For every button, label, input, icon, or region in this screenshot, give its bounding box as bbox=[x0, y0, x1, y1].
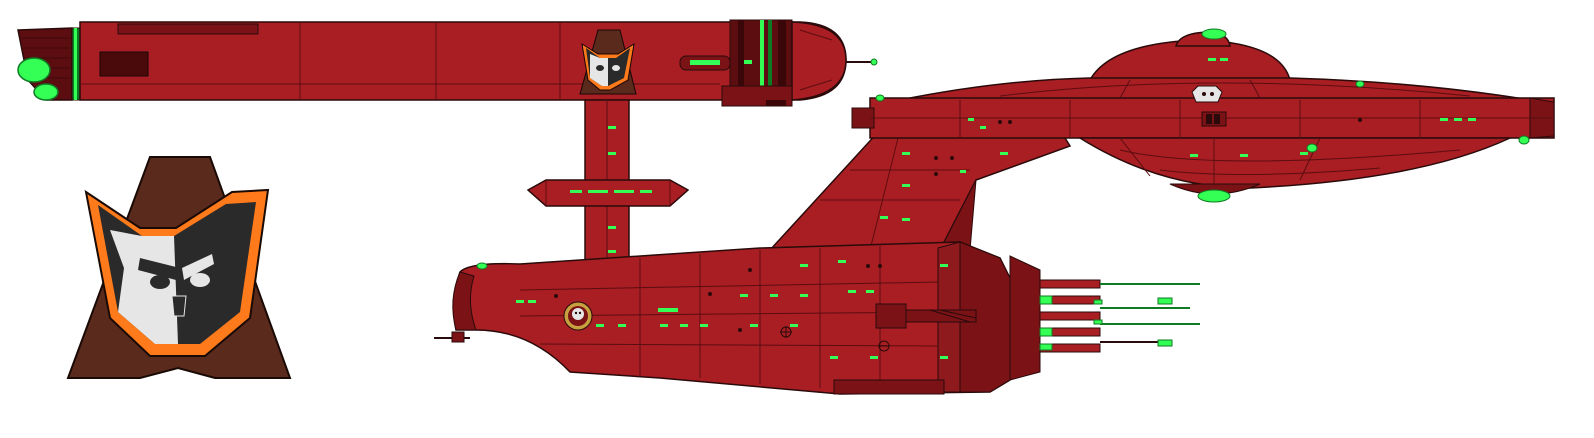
emblem-eye-right bbox=[190, 273, 210, 287]
nacelle-pylon bbox=[526, 99, 690, 283]
saucer-lower bbox=[1077, 137, 1511, 189]
nacelle-rear-glow bbox=[17, 57, 51, 83]
targeting-reticle-icon bbox=[780, 326, 890, 352]
dorsal-neck bbox=[768, 129, 1072, 251]
emblem-face-light bbox=[110, 230, 178, 344]
saucer-section bbox=[851, 28, 1555, 203]
nacelle-emblem-icon bbox=[579, 29, 637, 95]
nacelle-rear-glow-2 bbox=[33, 83, 59, 101]
emblem-eye-left bbox=[150, 275, 170, 289]
skull-insignia-icon bbox=[563, 301, 593, 331]
impulse-thrusters bbox=[1009, 255, 1200, 381]
faction-emblem-icon bbox=[66, 156, 292, 379]
saucer-emblem-icon bbox=[1191, 85, 1223, 103]
warp-nacelle bbox=[17, 19, 878, 107]
emblem-nose bbox=[171, 295, 187, 317]
emblem-brow bbox=[138, 258, 180, 280]
nacelle-vent bbox=[99, 51, 149, 77]
emblem-brow-right bbox=[182, 254, 214, 280]
engineering-hull bbox=[434, 241, 1011, 395]
